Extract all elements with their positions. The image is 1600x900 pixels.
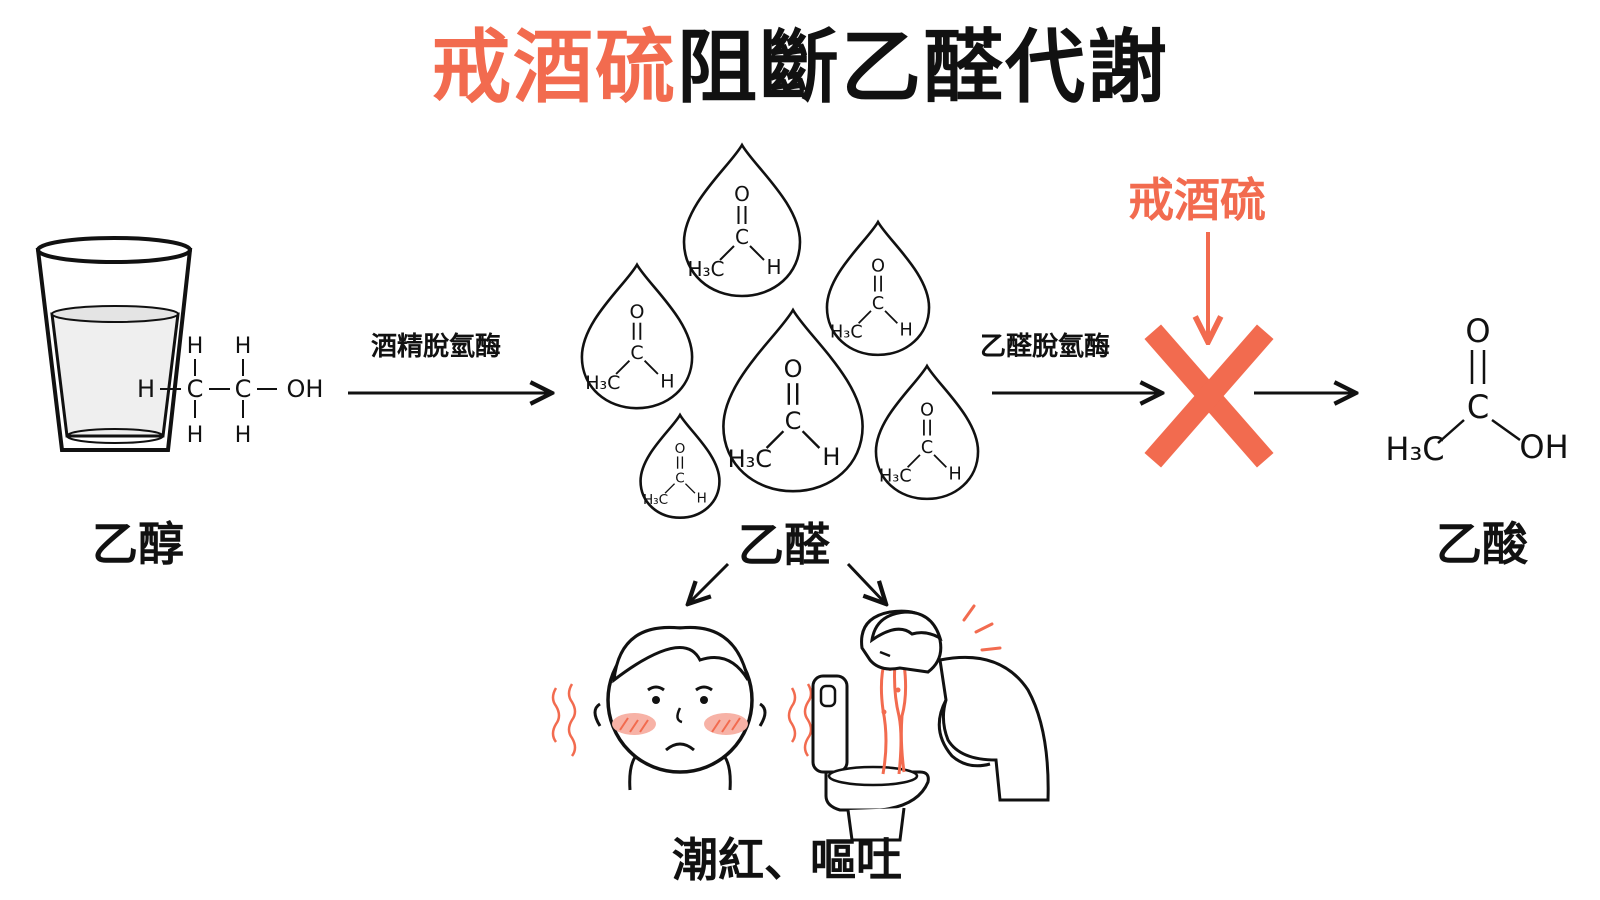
arrow-to-flushing bbox=[688, 562, 730, 604]
aldh-enzyme-label: 乙醛脫氫酶 bbox=[980, 332, 1111, 362]
acetaldehyde-drop-upper-right: OC H₃C H bbox=[825, 219, 931, 357]
carbon-atom: C bbox=[872, 294, 884, 314]
svg-text:H: H bbox=[235, 423, 252, 448]
acetaldehyde-drop-left: OC H₃C H bbox=[580, 262, 694, 410]
acetaldehyde-drop-top: OC H₃C H bbox=[682, 142, 802, 298]
hydrogen-atom: H bbox=[949, 465, 962, 485]
hydrogen-atom: H bbox=[766, 255, 781, 279]
arrow-to-vomiting bbox=[846, 562, 886, 604]
oxygen-atom: O bbox=[784, 355, 803, 383]
disulfiram-label: 戒酒硫 bbox=[1128, 173, 1266, 227]
oxygen-atom: O bbox=[630, 301, 645, 323]
methyl-group: H₃C bbox=[687, 257, 724, 281]
acetaldehyde-drop-small: OC H₃C H bbox=[639, 412, 721, 519]
flushed-face-icon bbox=[551, 625, 813, 791]
methyl-group: H₃C bbox=[585, 372, 620, 394]
oxygen-atom: O bbox=[920, 400, 934, 420]
oxygen-atom: O bbox=[675, 441, 686, 457]
svg-text:OH: OH bbox=[287, 375, 324, 403]
methyl-group: H₃C bbox=[643, 492, 668, 508]
block-x-icon bbox=[1144, 324, 1274, 468]
oxygen-atom: O bbox=[871, 256, 885, 276]
glass-icon bbox=[35, 236, 193, 452]
hydrogen-atom: H bbox=[822, 443, 840, 471]
carbon-atom: C bbox=[735, 225, 749, 249]
methyl-group: H₃C bbox=[830, 322, 863, 342]
svg-text:H: H bbox=[235, 334, 252, 359]
oxygen-atom: O bbox=[734, 182, 750, 206]
carbon-atom: C bbox=[785, 407, 802, 435]
acetic-acid-label: 乙酸 bbox=[1436, 517, 1528, 571]
svg-text:H: H bbox=[187, 423, 204, 448]
svg-text:C: C bbox=[1467, 388, 1489, 426]
hydrogen-atom: H bbox=[697, 491, 707, 507]
acetaldehyde-label: 乙醛 bbox=[738, 518, 830, 572]
carbon-atom: C bbox=[921, 438, 933, 458]
carbon-atom: C bbox=[675, 470, 685, 486]
acetaldehyde-drop-center: OC H₃C H bbox=[722, 307, 864, 493]
svg-text:C: C bbox=[235, 375, 252, 403]
hydrogen-atom: H bbox=[660, 370, 674, 392]
hydrogen-atom: H bbox=[900, 321, 913, 341]
acetaldehyde-drop-right: OC H₃C H bbox=[874, 363, 980, 501]
page-title: 戒酒硫阻斷乙醛代謝 bbox=[0, 18, 1600, 118]
title-accent: 戒酒硫 bbox=[431, 21, 677, 114]
carbon-atom: C bbox=[630, 342, 643, 364]
methyl-group: H₃C bbox=[728, 445, 772, 473]
symptoms-label: 潮紅、嘔吐 bbox=[672, 833, 902, 887]
svg-text:H₃C: H₃C bbox=[1385, 430, 1444, 468]
svg-text:H: H bbox=[137, 375, 155, 403]
vomiting-person-icon bbox=[811, 604, 1050, 842]
ethanol-label: 乙醇 bbox=[92, 517, 184, 571]
acetic-acid-structure: O C H₃C OH bbox=[1385, 312, 1568, 468]
svg-text:C: C bbox=[187, 375, 204, 403]
title-rest: 阻斷乙醛代謝 bbox=[677, 21, 1169, 114]
ethanol-structure: H C C OH H H H H bbox=[137, 334, 323, 448]
svg-text:H: H bbox=[187, 334, 204, 359]
methyl-group: H₃C bbox=[879, 466, 912, 486]
svg-text:OH: OH bbox=[1519, 428, 1568, 466]
svg-text:O: O bbox=[1465, 312, 1490, 350]
adh-enzyme-label: 酒精脫氫酶 bbox=[371, 332, 502, 362]
